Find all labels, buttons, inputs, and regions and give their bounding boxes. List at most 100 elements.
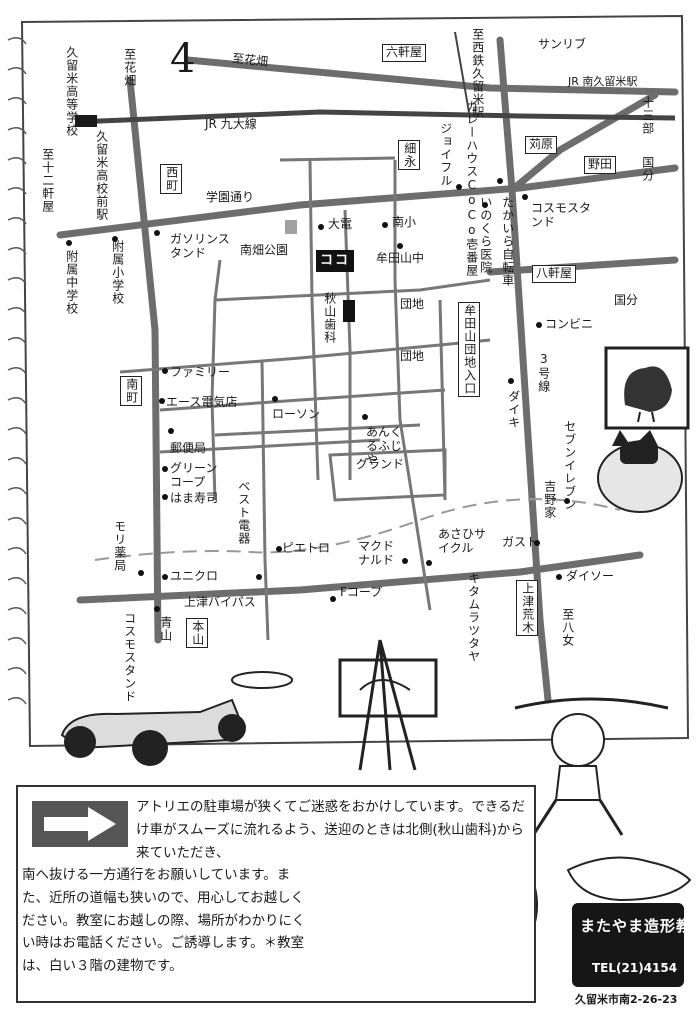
label-f-coop: Fコープ bbox=[340, 585, 383, 599]
marker-daiki bbox=[508, 378, 514, 384]
label-danchi-2: 団地 bbox=[400, 349, 425, 363]
label-kozu-araki: 上津荒木 bbox=[516, 580, 538, 636]
marker-pietro bbox=[276, 546, 282, 552]
marker-joyful bbox=[456, 184, 462, 190]
label-minami-hata-park: 南畑公園 bbox=[240, 243, 289, 257]
railway-jr bbox=[74, 109, 676, 125]
road-north-top bbox=[184, 56, 679, 96]
label-to-hanabatake-left: 至花畑 bbox=[122, 48, 137, 87]
label-mutayama-danchi: 牟田山団地入口 bbox=[458, 302, 480, 397]
marker-seven bbox=[564, 498, 570, 504]
label-gakuen-dori: 学園通り bbox=[206, 190, 255, 204]
label-kokubu-top: 国分 bbox=[640, 156, 655, 182]
label-kitamura-tsutaya: キタムラツタヤ bbox=[466, 572, 481, 663]
notice-text-top: アトリエの駐車場が狭くてご迷惑をおかけしています。できるだけ車がスムーズに流れる… bbox=[136, 799, 526, 861]
marker-ankuru bbox=[362, 414, 368, 420]
label-route3: 3号線 bbox=[536, 352, 551, 393]
marker-cosmo-top bbox=[522, 194, 528, 200]
studio-logo: またやま造形教室 TEL(21)4154 bbox=[572, 903, 700, 987]
label-joyful: ジョイフル bbox=[438, 122, 453, 187]
notice-text-bottom: 南へ抜ける一方通行をお願いしています。また、近所の道幅も狭いので、用心してお越し… bbox=[22, 867, 306, 975]
label-akiyama-shika: 秋山歯科 bbox=[322, 292, 337, 344]
label-hachikenya: 八軒屋 bbox=[532, 265, 577, 283]
label-fuzoku-chugaku: 附属中学校 bbox=[64, 250, 79, 315]
marker-best-denki bbox=[256, 574, 262, 580]
label-jr-minami-kurume: JR 南久留米駅 bbox=[568, 75, 638, 88]
label-nansho: 南小 bbox=[392, 215, 417, 229]
marker-lawson bbox=[272, 396, 278, 402]
marker-fuzoku-shogaku bbox=[112, 236, 118, 242]
label-danchi-1: 団地 bbox=[400, 297, 425, 311]
label-mutayama-naka: 牟田山中 bbox=[376, 251, 425, 265]
marker-curry-house bbox=[497, 178, 503, 184]
marker-yubinkyoku bbox=[168, 428, 174, 434]
label-rokkenya: 六軒屋 bbox=[382, 44, 427, 62]
here-marker[interactable]: ココ bbox=[316, 250, 354, 272]
marker-gasoline bbox=[154, 230, 160, 236]
railway-spur bbox=[454, 31, 471, 119]
easel-illustration bbox=[338, 639, 438, 771]
label-daiden: 大電 bbox=[328, 217, 353, 231]
label-aoyama: 青山 bbox=[158, 616, 173, 642]
marker-mcdonalds bbox=[402, 558, 408, 564]
label-kurume-high: 久留米高等学校 bbox=[64, 46, 79, 137]
road-kozu-bypass bbox=[76, 551, 644, 604]
label-lawson: ローソン bbox=[272, 407, 321, 421]
label-kokubu-mid: 国分 bbox=[614, 293, 639, 307]
cat-basket-illustration bbox=[597, 430, 683, 513]
major-roads bbox=[56, 36, 679, 704]
marker-ace-denki bbox=[159, 398, 165, 404]
label-yubinkyoku: 郵便局 bbox=[170, 441, 207, 455]
label-nishimachi: 西町 bbox=[160, 164, 182, 194]
label-to-yame: 至八女 bbox=[560, 608, 575, 647]
marker-mutayama-naka bbox=[397, 243, 403, 249]
label-pietro: ピエトロ bbox=[282, 541, 331, 555]
marker-fuzoku-chugaku bbox=[66, 240, 72, 246]
label-cosmo-bottom: コスモスタンド bbox=[122, 612, 137, 703]
park-square bbox=[285, 220, 297, 234]
marker-mori-pharmacy bbox=[138, 570, 144, 576]
rooster-illustration bbox=[604, 346, 690, 430]
label-ground: グランド bbox=[356, 457, 405, 471]
spiral-binding bbox=[7, 37, 27, 705]
label-kurume-high-station: 久留米高校前駅 bbox=[94, 130, 109, 221]
label-fuzoku-shogaku: 附属小学校 bbox=[110, 240, 125, 305]
label-jusanbu: 十三部 bbox=[640, 96, 655, 135]
marker-daiso bbox=[556, 574, 562, 580]
label-uniqlo: ユニクロ bbox=[170, 569, 219, 583]
north-mark: 4 bbox=[170, 36, 196, 82]
label-takaira: たかいら自転車 bbox=[500, 196, 515, 287]
marker-cosmo-bottom bbox=[154, 606, 160, 612]
label-daiso: ダイソー bbox=[566, 569, 615, 583]
label-mcdonalds: マクドナルド bbox=[358, 539, 395, 567]
label-gasoline: ガソリンスタンド bbox=[170, 232, 230, 260]
marker-nansho bbox=[382, 222, 388, 228]
label-daiki: ダイキ bbox=[506, 390, 521, 429]
arrow-right-icon bbox=[32, 801, 128, 847]
marker-family bbox=[162, 368, 168, 374]
label-kariharu: 苅原 bbox=[525, 136, 558, 154]
label-gusto: ガスト bbox=[502, 535, 539, 549]
label-best-denki: ベスト電器 bbox=[236, 480, 251, 545]
bird-illustration bbox=[566, 856, 692, 902]
road-west bbox=[126, 76, 162, 644]
label-kozu-bypass: 上津バイパス bbox=[184, 595, 256, 609]
studio-phone[interactable]: TEL(21)4154 bbox=[592, 961, 678, 975]
label-combini: コンビニ bbox=[545, 317, 594, 331]
label-ankuru: あんくるふじや bbox=[366, 425, 403, 467]
label-sunlib: サンリブ bbox=[538, 37, 587, 51]
label-hama-sushi: はま寿司 bbox=[170, 491, 219, 505]
marker-daiden bbox=[318, 224, 324, 230]
label-family: ファミリー bbox=[170, 365, 231, 379]
road-northeast bbox=[508, 91, 659, 194]
marker-green-coop bbox=[162, 466, 168, 472]
label-yoshinoya: 吉野家 bbox=[542, 480, 557, 519]
car-illustration bbox=[60, 671, 293, 766]
label-noda: 野田 bbox=[584, 156, 617, 174]
road-gakuen-dori bbox=[56, 164, 679, 239]
river bbox=[94, 498, 621, 561]
label-cosmo-top: コスモスタンド bbox=[531, 201, 592, 229]
studio-name: またやま造形教室 bbox=[580, 917, 700, 935]
label-to-nishitetsu: 至西鉄久留米駅 bbox=[470, 28, 485, 119]
label-mori-pharmacy: モリ薬局 bbox=[112, 520, 127, 572]
